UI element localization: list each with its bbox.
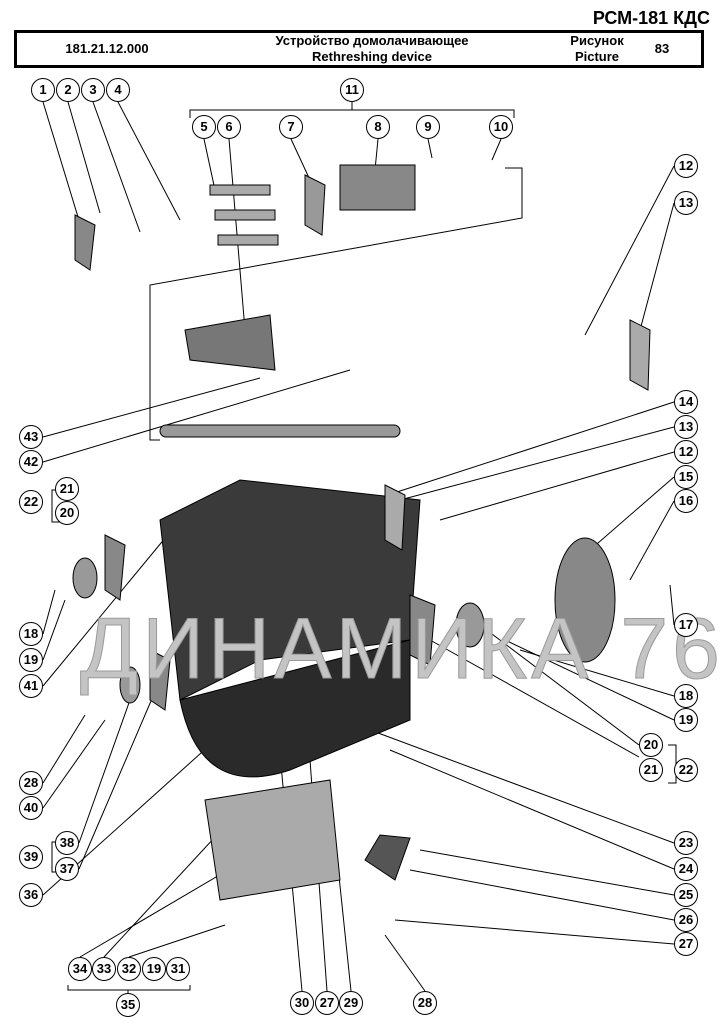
model-name: РСМ-181 КДС xyxy=(592,8,710,28)
callout: 1 xyxy=(31,78,55,102)
callout: 15 xyxy=(674,465,698,489)
callout: 8 xyxy=(366,115,390,139)
callout: 4 xyxy=(106,78,130,102)
part-number: 181.21.12.000 xyxy=(65,41,149,56)
callout: 40 xyxy=(19,796,43,820)
callout: 13 xyxy=(674,415,698,439)
picture-label-en: Picture xyxy=(574,49,620,64)
callout: 29 xyxy=(339,991,363,1015)
callout: 32 xyxy=(117,957,141,981)
callout: 19 xyxy=(19,648,43,672)
callout: 34 xyxy=(68,957,92,981)
callout: 36 xyxy=(19,883,43,907)
callout: 41 xyxy=(19,674,43,698)
callout: 24 xyxy=(674,857,698,881)
callout: 26 xyxy=(674,908,698,932)
callout: 17 xyxy=(674,613,698,637)
callout: 10 xyxy=(489,115,513,139)
callout: 9 xyxy=(416,115,440,139)
callout: 39 xyxy=(19,845,43,869)
callout: 37 xyxy=(55,857,79,881)
callout: 7 xyxy=(279,115,303,139)
callout: 13 xyxy=(674,191,698,215)
callout: 6 xyxy=(217,115,241,139)
callout: 21 xyxy=(55,477,79,501)
callout: 42 xyxy=(19,450,43,474)
callout: 25 xyxy=(674,883,698,907)
callout: 12 xyxy=(674,154,698,178)
title-ru: Устройство домолачивающее xyxy=(275,33,469,48)
callout: 27 xyxy=(674,932,698,956)
callout: 16 xyxy=(674,489,698,513)
title-block: 181.21.12.000 Устройство домолачивающее … xyxy=(14,30,704,68)
callout: 38 xyxy=(55,831,79,855)
callout: 28 xyxy=(19,771,43,795)
callout: 3 xyxy=(81,78,105,102)
picture-label-ru: Рисунок xyxy=(570,33,624,48)
callout: 30 xyxy=(290,991,314,1015)
callout: 22 xyxy=(19,490,43,514)
callout: 43 xyxy=(19,425,43,449)
callout: 11 xyxy=(340,78,364,102)
callout: 12 xyxy=(674,440,698,464)
callout: 23 xyxy=(674,831,698,855)
callout: 21 xyxy=(639,758,663,782)
callout: 19 xyxy=(674,708,698,732)
title-en: Rethreshing device xyxy=(312,49,432,64)
callout: 18 xyxy=(674,684,698,708)
callout: 22 xyxy=(674,758,698,782)
callout: 33 xyxy=(92,957,116,981)
callout: 31 xyxy=(166,957,190,981)
callout: 5 xyxy=(192,115,216,139)
callout: 20 xyxy=(639,733,663,757)
callout: 20 xyxy=(55,501,79,525)
callout: 18 xyxy=(19,622,43,646)
callout: 35 xyxy=(116,993,140,1017)
callout: 28 xyxy=(413,991,437,1015)
picture-number: 83 xyxy=(654,41,670,56)
callout: 2 xyxy=(56,78,80,102)
callout: 27 xyxy=(315,991,339,1015)
callout: 19 xyxy=(142,957,166,981)
watermark: ДИНАМИКА 76 xyxy=(80,601,722,698)
callout: 14 xyxy=(674,390,698,414)
